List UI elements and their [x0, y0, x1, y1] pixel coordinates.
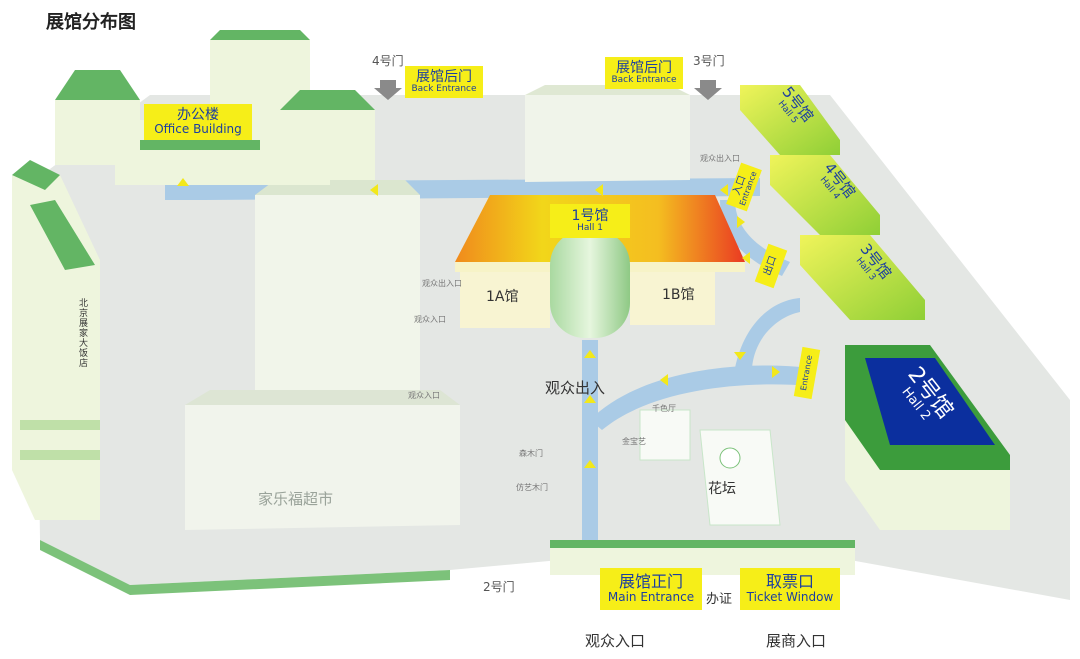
hall4-building [770, 155, 880, 235]
hall1-label: 1号馆 Hall 1 [550, 204, 630, 238]
supermarket-building [185, 390, 460, 530]
supermarket-label: 家乐福超市 [258, 490, 334, 508]
hall3-building [800, 235, 925, 320]
ticket-window-label: 取票口 Ticket Window [740, 568, 840, 610]
gate2-label: 2号门 [483, 580, 515, 594]
gate3-label: 3号门 [693, 54, 725, 68]
visitor-exit-in-2: 观众出入口 [700, 154, 740, 163]
office-building-label: 办公楼 Office Building [144, 104, 252, 140]
visitor-entrance-label: 观众入口 [585, 632, 646, 650]
hall1a-label: 1A馆 [486, 289, 519, 305]
hall1b-label: 1B馆 [662, 287, 695, 303]
map-title: 展馆分布图 [46, 12, 136, 33]
small-label-4: 金宝艺 [622, 437, 646, 446]
main-gate-building [550, 540, 855, 575]
hall2-building [845, 345, 1010, 530]
back-building [525, 85, 690, 182]
small-label-2: 仿艺木门 [516, 483, 548, 492]
small-label-1: 森木门 [519, 449, 543, 458]
visitor-in-1: 观众入口 [414, 315, 446, 324]
hall5-building [740, 85, 840, 155]
hotel-label: 北京展家大饭店 [77, 298, 87, 368]
exhibitor-entrance-label: 展商入口 [766, 632, 827, 650]
office-cert-label: 办证 [706, 592, 733, 607]
flower-bed-label: 花坛 [708, 481, 736, 497]
visitor-in-2: 观众入口 [408, 391, 440, 400]
faded-building-1a [255, 180, 420, 400]
plaza-label: 观众出入 [545, 379, 606, 397]
main-entrance-label: 展馆正门 Main Entrance [600, 568, 702, 610]
flower-bed [639, 409, 781, 526]
ground-edge [40, 540, 450, 595]
back-entrance-left-label: 展馆后门 Back Entrance [405, 66, 483, 98]
hotel-building [12, 160, 100, 520]
visitor-exit-in-1: 观众出入口 [422, 279, 462, 288]
back-entrance-right-label: 展馆后门 Back Entrance [605, 57, 683, 89]
hall1-building [455, 195, 745, 338]
small-label-3: 千色厅 [652, 404, 676, 413]
gate-arrows [374, 80, 722, 100]
direction-arrows [177, 178, 780, 468]
gate4-label: 4号门 [372, 54, 404, 68]
